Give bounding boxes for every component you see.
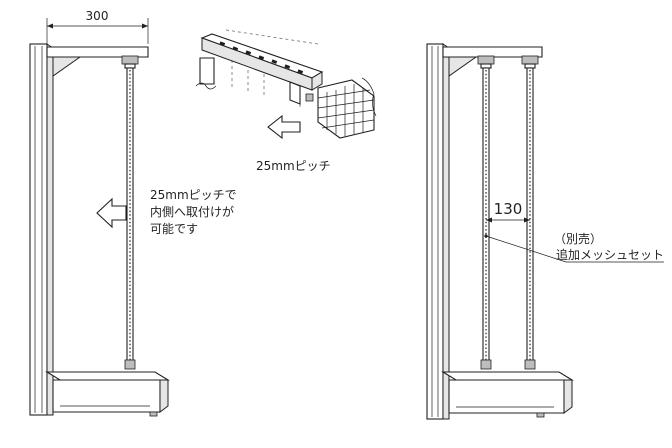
right-note-line-2: 追加メッシュセット <box>556 247 664 262</box>
center-detail: 25mmピッチ <box>195 29 377 173</box>
right-post <box>426 43 450 420</box>
detail-arrow-icon <box>267 114 301 140</box>
left-note: 25mmピッチで 内側へ取付けが 可能です <box>150 188 240 236</box>
detail-mesh <box>317 77 377 139</box>
detail-arm <box>200 33 324 105</box>
width-dimension-value: 300 <box>86 9 109 23</box>
right-figure: 130 （別売） 追加メッシュセット <box>426 43 664 420</box>
left-base <box>45 371 170 417</box>
right-note-line-1: （別売） <box>554 231 602 246</box>
width-dimension: 300 <box>46 9 149 44</box>
left-figure: 300 <box>29 9 240 417</box>
inward-arrow-icon <box>96 197 127 229</box>
left-note-line-3: 可能です <box>150 222 198 236</box>
right-note: （別売） 追加メッシュセット <box>554 231 664 262</box>
left-rail <box>124 67 136 370</box>
left-post <box>29 43 54 416</box>
note-leader-line <box>485 235 567 263</box>
right-rail-inner <box>480 67 492 370</box>
left-top-arm <box>46 46 149 77</box>
right-top-arm <box>442 46 543 77</box>
spacing-dimension: 130 <box>486 200 530 223</box>
right-rail-outer <box>524 67 536 370</box>
left-note-line-2: 内側へ取付けが <box>150 204 234 219</box>
right-base <box>441 371 574 418</box>
pitch-label: 25mmピッチ <box>256 159 331 173</box>
spacing-dimension-value: 130 <box>494 200 523 218</box>
left-note-line-1: 25mmピッチで <box>150 188 237 202</box>
